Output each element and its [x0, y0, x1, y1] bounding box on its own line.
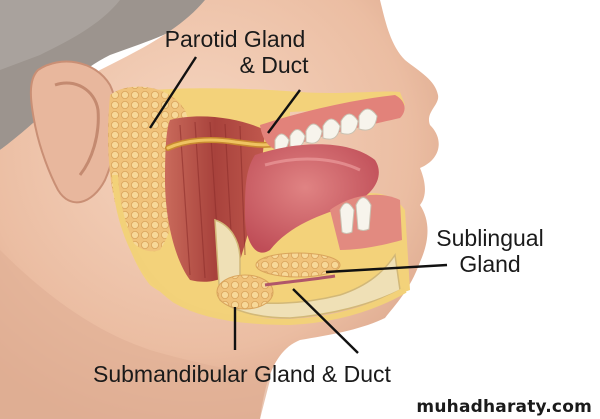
sublingual-label-line1: Sublingual: [436, 225, 544, 251]
sublingual-gland: [255, 252, 341, 278]
sublingual-label: Sublingual Gland: [430, 225, 550, 278]
mandible: [214, 218, 401, 319]
submandibular-duct: [264, 274, 336, 287]
sublingual-label-line2: Gland: [459, 250, 521, 277]
parotid-label: Parotid Gland & Duct: [150, 26, 320, 79]
sublingual-leader: [325, 263, 448, 274]
parotid-gland-leader: [148, 56, 198, 129]
lower-teeth: [339, 197, 372, 234]
parotid-label-line1: Parotid Gland: [164, 26, 306, 52]
ear-shape: [29, 60, 119, 204]
parotid-duct-leader: [267, 89, 301, 134]
tongue: [245, 144, 379, 253]
submandibular-gland: [216, 274, 274, 310]
submandibular-duct-leader: [292, 288, 359, 354]
leader-lines: [148, 56, 448, 354]
parotid-label-line2: & Duct: [239, 51, 309, 78]
watermark-text: muhadharaty.com: [416, 397, 592, 417]
submandibular-label: Submandibular Gland & Duct: [93, 361, 391, 387]
